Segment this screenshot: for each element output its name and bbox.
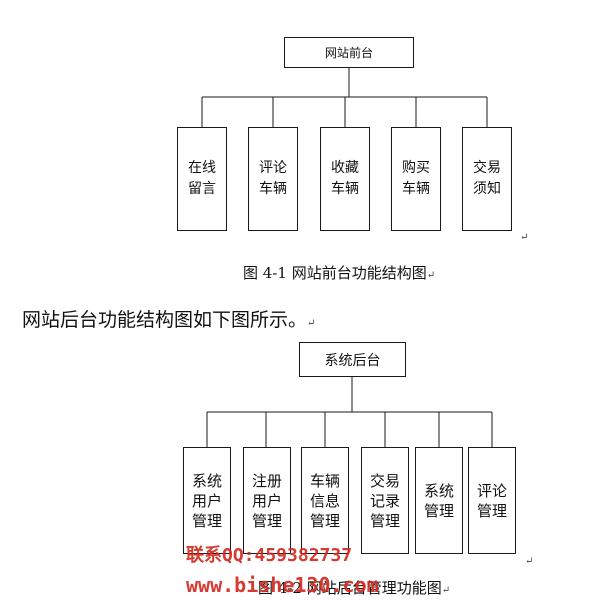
back-node-label: 系统 用户 管理 [191,471,222,530]
figure-caption-1-text: 图 4-1 网站前台功能结构图 [243,264,427,282]
back-node-4: 交易 记录 管理 [361,447,409,554]
watermark-url: www.bishe130.com [186,573,379,597]
back-node-label: 交易 记录 管理 [369,471,400,530]
back-node-label: 系统 管理 [423,481,454,520]
back-node-label: 车辆 信息 管理 [309,471,340,530]
body-paragraph-text: 网站后台功能结构图如下图所示。 [22,309,308,331]
return-mark: ↵ [520,232,529,243]
figure-caption-2-text: 图 4-2 网站后台管理功能图 [258,579,442,597]
front-node-5: 交易 须知 [462,127,512,231]
body-paragraph: 网站后台功能结构图如下图所示。↵ [22,305,315,332]
front-node-label: 收藏 车辆 [331,160,359,197]
front-node-label: 交易 须知 [473,160,501,197]
front-node-label: 评论 车辆 [259,160,287,197]
back-root-node: 系统后台 [299,342,406,377]
front-node-label: 在线 留言 [188,160,216,197]
return-mark: ↵ [525,556,534,567]
front-node-1: 在线 留言 [177,127,227,231]
front-node-label: 购买 车辆 [402,160,430,197]
back-node-5: 系统 管理 [415,447,463,554]
front-node-4: 购买 车辆 [391,127,441,231]
back-node-label: 评论 管理 [476,481,507,520]
return-mark: ↵ [307,318,316,329]
back-node-label: 注册 用户 管理 [251,471,282,530]
front-node-2: 评论 车辆 [248,127,298,231]
front-root-label: 网站前台 [324,46,373,60]
back-root-label: 系统后台 [324,352,381,369]
figure-caption-2: 图 4-2 网站后台管理功能图↵ [258,577,450,598]
figure-caption-1: 图 4-1 网站前台功能结构图↵ [243,262,435,283]
return-mark: ↵ [426,270,436,281]
front-root-node: 网站前台 [284,37,414,68]
watermark-contact: 联系QQ:459382737 [186,545,353,566]
back-node-1: 系统 用户 管理 [183,447,231,554]
back-node-2: 注册 用户 管理 [243,447,291,554]
back-node-3: 车辆 信息 管理 [301,447,349,554]
return-mark: ↵ [441,585,451,596]
back-node-6: 评论 管理 [468,447,516,554]
front-node-3: 收藏 车辆 [320,127,370,231]
